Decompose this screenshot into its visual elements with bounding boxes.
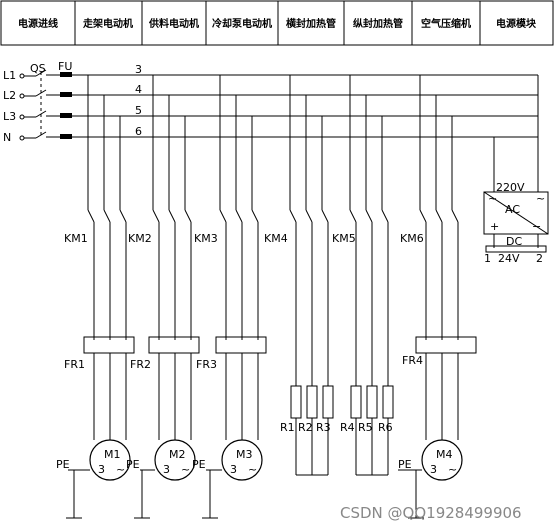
branch-m1 bbox=[66, 75, 135, 519]
line-label-n: N bbox=[3, 131, 11, 144]
motor-m1-sym: ~ bbox=[116, 463, 125, 476]
pe-label-m1: PE bbox=[56, 458, 70, 471]
qs-label: QS bbox=[30, 62, 46, 75]
psu-pin-1: 1 bbox=[484, 252, 491, 265]
contactor-km5: KM5 bbox=[332, 232, 356, 245]
motor-m3-phase: 3 bbox=[230, 463, 237, 476]
psu-ac: AC bbox=[505, 203, 520, 216]
psu-pin-24v: 24V bbox=[498, 252, 520, 265]
motor-m3-name: M3 bbox=[236, 448, 253, 461]
header-col-power-in: 电源进线 bbox=[18, 17, 58, 30]
power-module bbox=[483, 75, 549, 253]
contactor-km4: KM4 bbox=[264, 232, 288, 245]
contactor-km2: KM2 bbox=[128, 232, 152, 245]
resistor-labels: R1 R2 R3 R4 R5 R6 bbox=[280, 421, 393, 434]
relay-fr4: FR4 bbox=[402, 354, 423, 367]
motor-m1-phase: 3 bbox=[98, 463, 105, 476]
motor-m2-phase: 3 bbox=[163, 463, 170, 476]
resistor-r4: R4 bbox=[340, 421, 355, 434]
relay-fr3: FR3 bbox=[196, 358, 217, 371]
header-col-vseal: 纵封加热管 bbox=[353, 17, 403, 30]
resistor-r5: R5 bbox=[358, 421, 373, 434]
relay-fr1: FR1 bbox=[64, 358, 85, 371]
wire-number-3: 3 bbox=[135, 63, 142, 76]
psu-tilde-right: ~ bbox=[536, 192, 545, 205]
branch-m4 bbox=[398, 75, 477, 519]
wire-number-6: 6 bbox=[135, 125, 142, 138]
motor-m3-sym: ~ bbox=[248, 463, 257, 476]
header-col-travel: 走架电动机 bbox=[82, 17, 133, 30]
power-module-labels: 220V AC ~ ~ + − DC 1 24V 2 bbox=[484, 181, 545, 265]
motor-m4-phase: 3 bbox=[430, 463, 437, 476]
resistor-r3: R3 bbox=[316, 421, 331, 434]
psu-tilde-left: ~ bbox=[488, 192, 497, 205]
motor-m2-sym: ~ bbox=[181, 463, 190, 476]
header-col-psu: 电源模块 bbox=[496, 17, 537, 30]
psu-pin-2: 2 bbox=[536, 252, 543, 265]
contactor-km3: KM3 bbox=[194, 232, 218, 245]
bus-bars bbox=[58, 74, 538, 138]
contactor-labels: KM1 KM2 KM3 KM4 KM5 KM6 bbox=[64, 232, 424, 245]
resistor-r2: R2 bbox=[298, 421, 313, 434]
branch-circuits bbox=[66, 75, 549, 519]
line-labels: L1 L2 L3 N 3 4 5 6 QS FU bbox=[3, 60, 142, 144]
contactor-km1: KM1 bbox=[64, 232, 88, 245]
qs-switch bbox=[19, 69, 58, 141]
motor-m4-sym: ~ bbox=[448, 463, 457, 476]
resistor-r1: R1 bbox=[280, 421, 295, 434]
branch-m2 bbox=[134, 75, 200, 519]
pe-label-m3: PE bbox=[192, 458, 206, 471]
header-col-hseal: 横封加热管 bbox=[286, 17, 336, 30]
pe-label-m2: PE bbox=[126, 458, 140, 471]
psu-minus: − bbox=[532, 220, 541, 233]
motor-m1-name: M1 bbox=[104, 448, 121, 461]
fuses bbox=[60, 72, 72, 139]
relay-fr2: FR2 bbox=[130, 358, 151, 371]
psu-plus: + bbox=[490, 220, 499, 233]
motor-m4-name: M4 bbox=[436, 448, 453, 461]
watermark: CSDN @QQ1928499906 bbox=[340, 504, 522, 522]
branch-vseal-heater bbox=[349, 75, 394, 476]
motor-labels: M1 3 ~ M2 3 ~ M3 3 ~ M4 3 ~ PE PE PE PE bbox=[56, 448, 457, 476]
fu-label: FU bbox=[58, 60, 72, 73]
line-label-l1: L1 bbox=[3, 69, 16, 82]
header-col-coolant: 冷却泵电动机 bbox=[212, 17, 272, 30]
relay-labels: FR1 FR2 FR3 FR4 bbox=[64, 354, 423, 371]
psu-dc: DC bbox=[506, 235, 522, 248]
line-label-l3: L3 bbox=[3, 110, 16, 123]
wire-number-4: 4 bbox=[135, 83, 142, 96]
resistor-r6: R6 bbox=[378, 421, 393, 434]
wire-number-5: 5 bbox=[135, 104, 142, 117]
motor-m2-name: M2 bbox=[169, 448, 186, 461]
header-col-compressor: 空气压缩机 bbox=[421, 17, 471, 30]
branch-m3 bbox=[202, 75, 267, 519]
header-col-feed: 供料电动机 bbox=[148, 17, 199, 30]
contactor-km6: KM6 bbox=[400, 232, 424, 245]
line-label-l2: L2 bbox=[3, 89, 16, 102]
pe-label-m4: PE bbox=[398, 458, 412, 471]
header-table: 电源进线 走架电动机 供料电动机 冷却泵电动机 横封加热管 纵封加热管 空气压缩… bbox=[0, 0, 554, 46]
branch-hseal-heater bbox=[289, 75, 334, 476]
psu-input-voltage: 220V bbox=[496, 181, 525, 194]
